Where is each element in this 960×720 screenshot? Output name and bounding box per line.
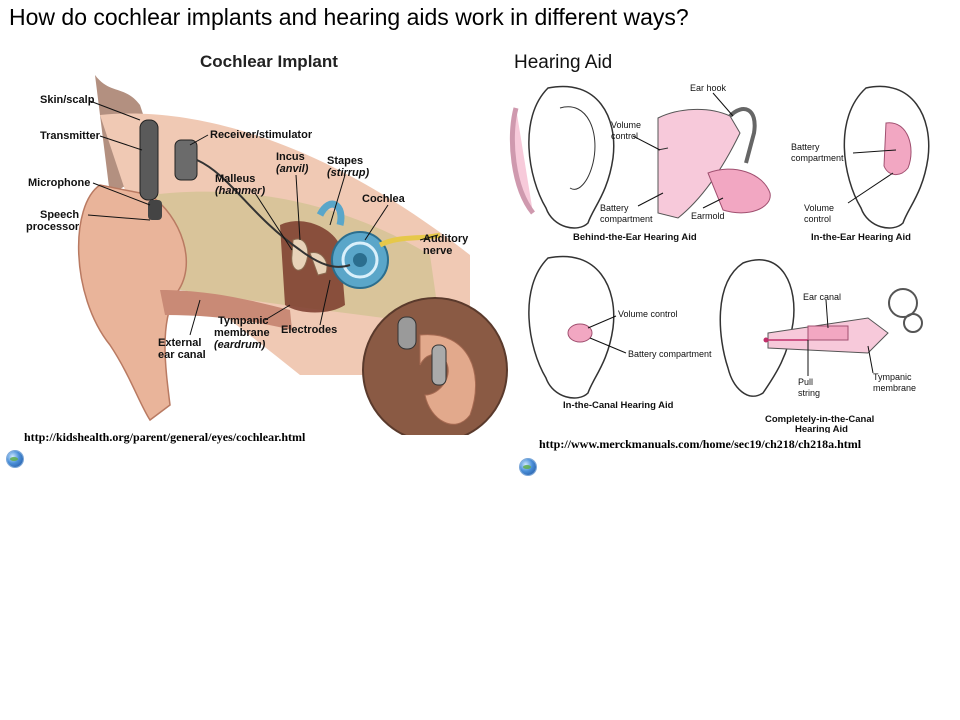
label-hammer: (hammer) bbox=[215, 185, 265, 197]
label-skin-scalp: Skin/scalp bbox=[40, 94, 95, 106]
label-transmitter: Transmitter bbox=[40, 130, 101, 142]
cochlear-implant-diagram: Skin/scalp Transmitter Microphone Speech… bbox=[26, 75, 508, 435]
hearing-aid-diagram: Ear hook Volume control Battery compartm… bbox=[509, 83, 930, 433]
caption-in-the-canal: In-the-Canal Hearing Aid bbox=[563, 400, 674, 411]
label-incus: Incus bbox=[276, 151, 305, 163]
label-eardrum: (eardrum) bbox=[214, 339, 266, 351]
label-ite-compartment: compartment bbox=[791, 153, 844, 163]
globe-icon[interactable] bbox=[520, 459, 536, 475]
slide-title: How do cochlear implants and hearing aid… bbox=[9, 4, 689, 30]
label-ite-battery: Battery bbox=[791, 142, 820, 152]
label-itc-volume-control: Volume control bbox=[618, 309, 678, 319]
label-battery: Battery bbox=[600, 203, 629, 213]
label-string: string bbox=[798, 388, 820, 398]
label-stapes: Stapes bbox=[327, 155, 363, 167]
caption-hearing-aid: Hearing Aid bbox=[795, 424, 848, 433]
label-cic-membrane: membrane bbox=[873, 383, 916, 393]
hearing-aid-heading: Hearing Aid bbox=[514, 52, 613, 73]
label-pull: Pull bbox=[798, 377, 813, 387]
cochlear-implant-heading: Cochlear Implant bbox=[200, 52, 338, 71]
label-anvil: (anvil) bbox=[276, 163, 309, 175]
label-malleus: Malleus bbox=[215, 173, 255, 185]
label-membrane: membrane bbox=[214, 327, 270, 339]
label-ear-hook: Ear hook bbox=[690, 83, 727, 93]
label-volume: Volume bbox=[611, 120, 641, 130]
label-earmold: Earmold bbox=[691, 211, 725, 221]
caption-completely-in-the-canal: Completely-in-the-Canal bbox=[765, 414, 874, 425]
label-cochlea: Cochlea bbox=[362, 193, 406, 205]
merckmanuals-url[interactable]: http://www.merckmanuals.com/home/sec19/c… bbox=[539, 437, 862, 451]
label-ear-canal: ear canal bbox=[158, 349, 206, 361]
label-ite-control: control bbox=[804, 214, 831, 224]
label-control: control bbox=[611, 131, 638, 141]
label-ite-volume: Volume bbox=[804, 203, 834, 213]
kidshealth-url[interactable]: http://kidshealth.org/parent/general/eye… bbox=[24, 430, 306, 444]
label-nerve: nerve bbox=[423, 245, 452, 257]
label-auditory: Auditory bbox=[423, 233, 469, 245]
label-processor: processor bbox=[26, 221, 80, 233]
caption-in-the-ear: In-the-Ear Hearing Aid bbox=[811, 232, 911, 243]
globe-icon[interactable] bbox=[7, 451, 23, 467]
label-compartment: compartment bbox=[600, 214, 653, 224]
label-electrodes: Electrodes bbox=[281, 324, 337, 336]
label-speech: Speech bbox=[40, 209, 79, 221]
label-tympanic: Tympanic bbox=[218, 315, 269, 327]
label-ear-canal: Ear canal bbox=[803, 292, 841, 302]
label-stirrup: (stirrup) bbox=[327, 167, 370, 179]
label-receiver-stimulator: Receiver/stimulator bbox=[210, 129, 313, 141]
caption-behind-the-ear: Behind-the-Ear Hearing Aid bbox=[573, 232, 697, 243]
label-external: External bbox=[158, 337, 201, 349]
label-microphone: Microphone bbox=[28, 177, 90, 189]
label-itc-battery-compartment: Battery compartment bbox=[628, 349, 712, 359]
label-cic-tympanic: Tympanic bbox=[873, 372, 912, 382]
